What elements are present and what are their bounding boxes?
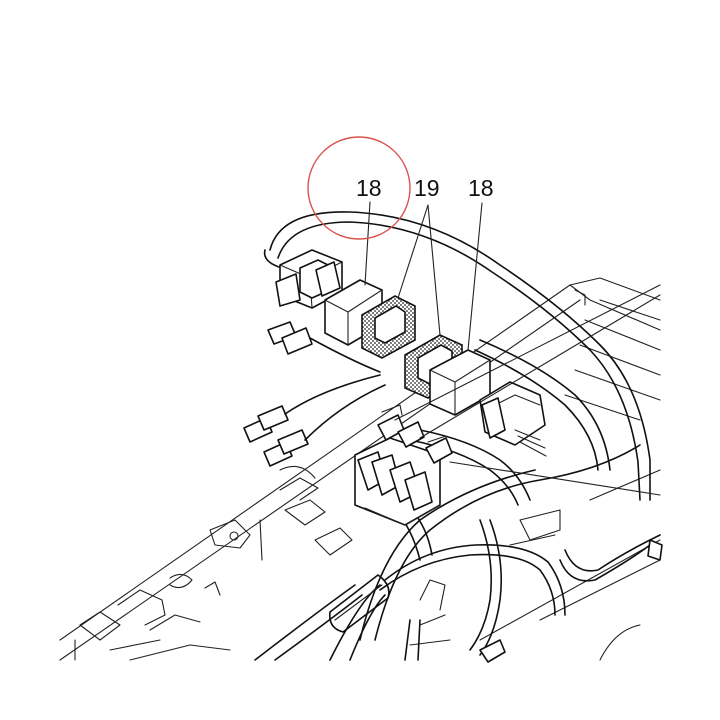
multi-pin-connector — [479, 381, 547, 457]
bullet-connectors — [243, 321, 386, 467]
leader-lines — [364, 201, 661, 496]
relay-holder-19-left — [361, 295, 416, 359]
frame-structure — [59, 277, 661, 661]
fuse-block — [354, 404, 453, 526]
left-relay-connector — [275, 249, 343, 309]
callout-18-right: 18 — [468, 175, 494, 201]
highlight-circle — [307, 136, 411, 240]
callout-18-left: 18 — [356, 175, 382, 201]
callout-19: 19 — [414, 175, 440, 201]
